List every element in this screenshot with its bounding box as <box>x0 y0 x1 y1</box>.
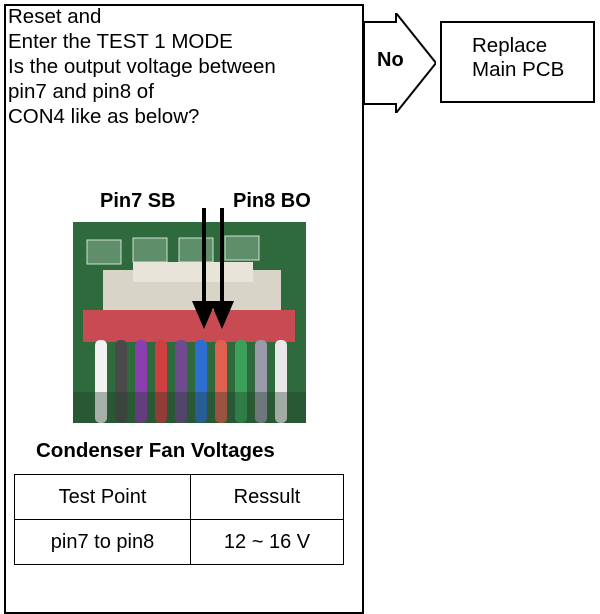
result-text: Replace Main PCB <box>472 34 564 82</box>
result-line: Replace <box>472 34 564 58</box>
result-box: Replace Main PCB <box>440 21 595 103</box>
pin8-arrow-head <box>210 301 234 329</box>
result-line: Main PCB <box>472 58 564 82</box>
question-line: Is the output voltage between <box>8 54 353 79</box>
question-line: Reset and <box>8 4 353 29</box>
table-title: Condenser Fan Voltages <box>36 439 275 463</box>
photo-shadow <box>73 392 306 423</box>
table-cell: pin7 to pin8 <box>15 520 191 565</box>
board-label <box>133 238 167 262</box>
table-cell: 12 ~ 16 V <box>191 520 344 565</box>
voltage-table: Test Point Ressult pin7 to pin8 12 ~ 16 … <box>14 474 344 565</box>
question-line: Enter the TEST 1 MODE <box>8 29 353 54</box>
pin8-label: Pin8 BO <box>233 190 311 213</box>
table-header-cell: Ressult <box>191 475 344 520</box>
no-branch-label: No <box>377 49 404 72</box>
question-line: pin7 and pin8 of <box>8 79 353 104</box>
table-row: pin7 to pin8 12 ~ 16 V <box>15 520 344 565</box>
question-line: CON4 like as below? <box>8 104 353 129</box>
board-label <box>87 240 121 264</box>
table-header-row: Test Point Ressult <box>15 475 344 520</box>
question-text: Reset and Enter the TEST 1 MODE Is the o… <box>8 4 353 129</box>
pin-arrows <box>180 198 240 333</box>
pin7-label: Pin7 SB <box>100 190 176 213</box>
table-header-cell: Test Point <box>15 475 191 520</box>
